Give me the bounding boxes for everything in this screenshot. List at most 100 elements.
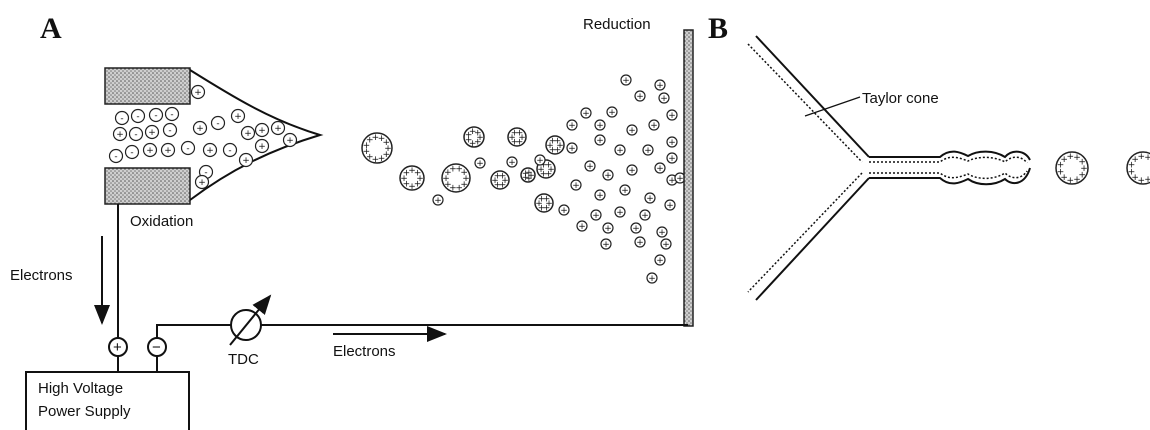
ion-charge-symbol: +: [196, 124, 204, 134]
droplet-surface-charge: +: [476, 133, 484, 143]
positive-ion: [584, 160, 596, 172]
positive-ion: [202, 142, 218, 158]
positive-ion: [282, 132, 298, 148]
power-supply-label-line2: Power Supply: [38, 403, 131, 420]
ion-charge-symbol: +: [656, 81, 664, 91]
droplet-surface-charge: +: [545, 199, 553, 209]
droplet-surface-charge: +: [508, 133, 516, 143]
ion-charge-symbol: +: [596, 191, 604, 201]
ion-charge-symbol: -: [186, 144, 189, 154]
ion-charge-symbol: -: [168, 126, 171, 136]
droplet-surface-charge: +: [499, 180, 507, 190]
positive-ion: [558, 204, 570, 216]
taylor-cone-pointer: [804, 96, 861, 117]
positive-ion: [630, 222, 642, 234]
droplet-surface-charge: +: [525, 168, 533, 178]
ion-charge-symbol: +: [648, 274, 656, 284]
droplet-surface-charge: +: [518, 133, 526, 143]
droplet-surface-charge: +: [1067, 176, 1075, 186]
droplet-surface-charge: +: [462, 174, 470, 184]
jet-b-lower: [869, 167, 1031, 186]
panel-b-droplet-group: ++++++++++++++++++++++: [1055, 151, 1150, 186]
oxidation-label: Oxidation: [130, 213, 193, 230]
negative-ion: [180, 140, 196, 156]
ion-charge-symbol: +: [568, 121, 576, 131]
ion-charge-symbol: -: [170, 110, 173, 120]
droplet-surface-charge: +: [554, 137, 562, 147]
droplet-surface-charge: +: [455, 184, 463, 194]
positive-ion: [566, 142, 578, 154]
droplet-surface-charge: +: [1078, 158, 1086, 168]
droplet-surface-charge: +: [469, 139, 477, 149]
ion-charge-symbol: -: [130, 148, 133, 158]
ion-charge-symbol: +: [592, 211, 600, 221]
ion-charge-symbol: +: [621, 186, 629, 196]
positive-ion: [658, 92, 670, 104]
ion-charge-symbol: +: [582, 109, 590, 119]
negative-ion: [164, 106, 180, 122]
charged-droplet: [399, 165, 425, 191]
positive-ion: [254, 138, 270, 154]
droplet-surface-charge: +: [378, 134, 386, 144]
droplet-surface-charge: +: [455, 164, 463, 174]
charged-droplet: [534, 193, 554, 213]
positive-ion: [506, 156, 518, 168]
ion-charge-symbol: +: [568, 144, 576, 154]
droplet-surface-charge: +: [540, 169, 548, 179]
electrons-label-left: Electrons: [10, 267, 73, 284]
ion-charge-symbol: +: [198, 178, 206, 188]
positive-ion: [619, 184, 631, 196]
droplet-surface-charge: +: [465, 136, 473, 146]
panel-label-a: A: [40, 12, 62, 45]
droplet-surface-charge: +: [363, 141, 371, 151]
droplet-surface-charge: +: [549, 137, 557, 147]
positive-ion: [594, 189, 606, 201]
ion-charge-symbol: +: [616, 208, 624, 218]
ion-charge-symbol: -: [204, 168, 207, 178]
negative-ion: [210, 115, 226, 131]
droplet-surface-charge: +: [366, 136, 374, 146]
positive-ion: [639, 209, 651, 221]
positive-ion: [654, 254, 666, 266]
positive-ion: [664, 199, 676, 211]
droplet-surface-charge: +: [549, 145, 557, 155]
ion-charge-symbol: +: [602, 240, 610, 250]
ion-charge-symbol: +: [660, 94, 668, 104]
droplet-surface-charge: +: [1128, 161, 1136, 171]
power-supply-box: [25, 371, 190, 430]
ion-charge-symbol: +: [244, 129, 252, 139]
negative-ion: [130, 108, 146, 124]
droplet-surface-charge: +: [1078, 170, 1086, 180]
ion-charge-symbol: +: [668, 111, 676, 121]
droplet-surface-charge: +: [1073, 175, 1081, 185]
droplet-surface-charge: +: [382, 138, 390, 148]
droplet-surface-charge: +: [540, 161, 548, 171]
positive-ion: [666, 152, 678, 164]
ion-charge-symbol: +: [604, 171, 612, 181]
droplet-surface-charge: +: [1138, 152, 1146, 162]
positive-ion: [190, 84, 206, 100]
droplet-surface-charge: +: [538, 195, 546, 205]
droplet-surface-charge: +: [403, 180, 411, 190]
droplet-surface-charge: +: [516, 129, 524, 139]
ion-charge-symbol: +: [560, 206, 568, 216]
droplet-surface-charge: +: [474, 138, 482, 148]
droplet-surface-charge: +: [1144, 175, 1150, 185]
charged-droplet: [441, 163, 471, 193]
ion-charge-symbol: +: [628, 126, 636, 136]
droplet-surface-charge: +: [511, 137, 519, 147]
droplet-surface-charge: +: [554, 145, 562, 155]
ion-charge-symbol: -: [228, 146, 231, 156]
power-supply-label-line1: High Voltage: [38, 380, 123, 397]
positive-ion: [644, 192, 656, 204]
positive-ion: [646, 272, 658, 284]
ion-charge-symbol: +: [676, 174, 684, 184]
ion-charge-symbol: +: [646, 194, 654, 204]
droplet-surface-charge: +: [538, 203, 546, 213]
droplet-surface-charge: +: [501, 176, 509, 186]
droplet-surface-charge: +: [546, 141, 554, 151]
droplet-surface-charge: +: [543, 195, 551, 205]
droplet-surface-charge: +: [511, 129, 519, 139]
ion-charge-symbol: +: [668, 176, 676, 186]
droplet-surface-charge: +: [384, 144, 392, 154]
